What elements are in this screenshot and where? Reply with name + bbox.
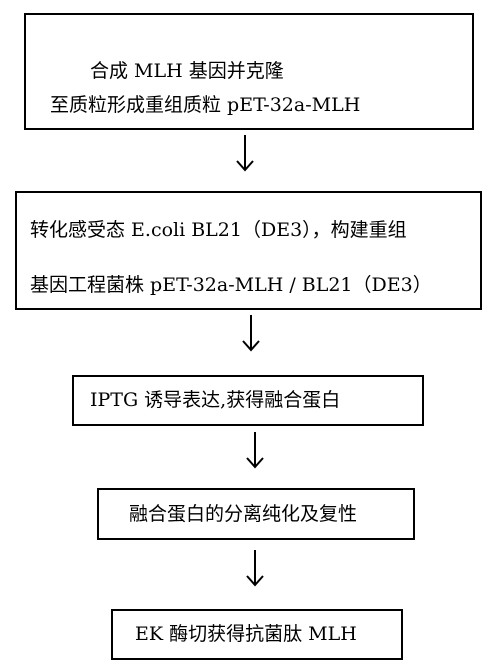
step-3-line-1: IPTG 诱导表达,获得融合蛋白 [90, 389, 341, 411]
down-arrow-4 [246, 550, 264, 587]
step-2-line-2: 基因工程菌株 pET-32a-MLH / BL21（DE3） [30, 274, 432, 296]
step-5-line-1: EK 酶切获得抗菌肽 MLH [135, 623, 357, 645]
down-arrow-2 [242, 315, 260, 352]
step-4-box: 融合蛋白的分离纯化及复性 [97, 488, 415, 540]
step-2-line-1: 转化感受态 E.coli BL21（DE3），构建重组 [30, 219, 407, 241]
step-2-box: 转化感受态 E.coli BL21（DE3），构建重组 基因工程菌株 pET-3… [15, 191, 482, 310]
down-arrow-1 [236, 135, 254, 172]
step-5-box: EK 酶切获得抗菌肽 MLH [111, 609, 403, 660]
step-1-line-1: 合成 MLH 基因并克隆 [90, 60, 284, 82]
step-3-box: IPTG 诱导表达,获得融合蛋白 [72, 375, 424, 426]
step-1-line-2: 至质粒形成重组质粒 pET-32a-MLH [50, 94, 361, 116]
down-arrow-3 [246, 432, 264, 469]
step-4-line-1: 融合蛋白的分离纯化及复性 [129, 503, 358, 525]
step-1-box: 合成 MLH 基因并克隆 至质粒形成重组质粒 pET-32a-MLH [24, 13, 474, 130]
